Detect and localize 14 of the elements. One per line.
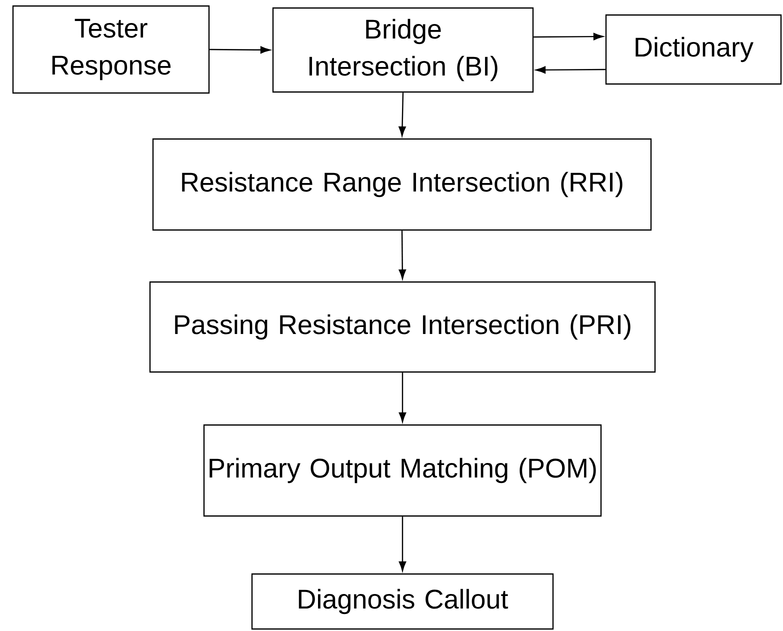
arrow [398, 372, 406, 422]
process-box: Primary Output Matching (POM) [203, 424, 602, 517]
process-box: Resistance Range Intersection (RRI) [152, 138, 652, 231]
arrow [534, 32, 604, 40]
process-box: Tester Response [12, 5, 210, 94]
process-box: Passing Resistance Intersection (PRI) [149, 281, 656, 373]
arrow [398, 516, 406, 572]
arrow [210, 46, 270, 54]
process-box: Diagnosis Callout [251, 573, 554, 630]
process-box: Bridge Intersection (BI) [272, 7, 534, 93]
arrow [398, 230, 406, 280]
arrow [536, 66, 606, 74]
arrow [398, 92, 406, 136]
process-box: Dictionary [605, 14, 782, 85]
